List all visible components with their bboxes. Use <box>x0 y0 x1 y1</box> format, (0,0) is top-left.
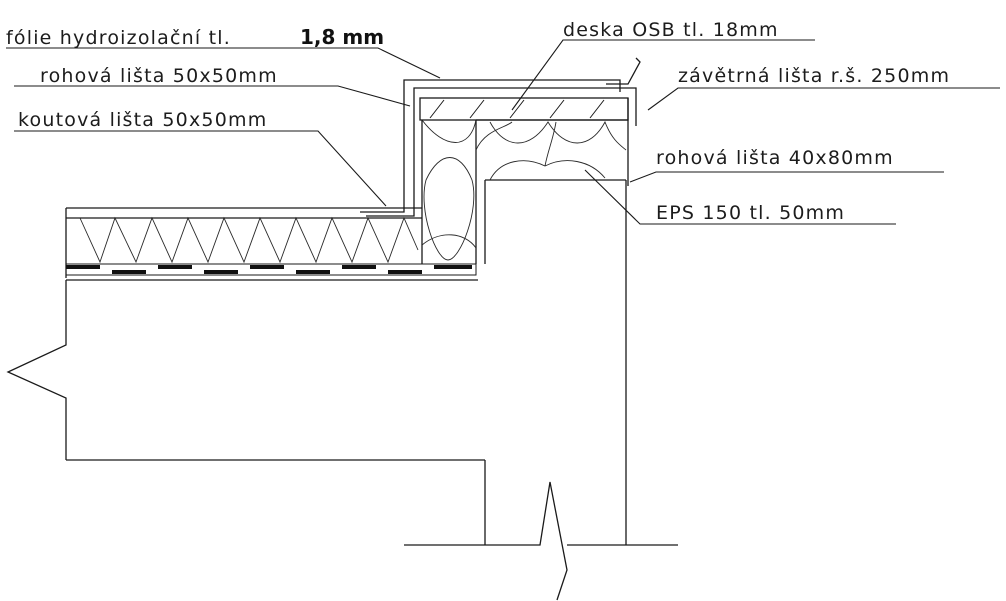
foil-leader-line <box>6 47 441 79</box>
label-foil: fólie hydroizolační tl. 1,8 mm <box>6 25 441 79</box>
osb-leader-line <box>511 39 815 111</box>
inner-corner-strip-label-text: koutová lišta 50x50mm <box>18 109 267 131</box>
corner-strip-top-label-text: rohová lišta 50x50mm <box>40 65 278 87</box>
label-wind-strip: závětrná lišta r.š. 250mm <box>647 65 1000 111</box>
roof-slab-section <box>65 207 478 281</box>
wind-strip-leader-line <box>647 87 1000 111</box>
osb-board-assembly <box>360 57 641 217</box>
wind-strip-profile <box>612 87 637 126</box>
foil-wrap-inner <box>366 87 612 217</box>
foil-label-text: fólie hydroizolační tl. <box>6 27 231 49</box>
eps-leader-line <box>584 169 896 225</box>
foil-thickness-value: 1,8 mm <box>300 25 384 49</box>
label-corner-strip-side: rohová lišta 40x80mm <box>629 147 944 183</box>
wind-strip-upper-bend <box>606 57 641 85</box>
vapour-barrier-band <box>65 263 477 276</box>
label-osb: deska OSB tl. 18mm <box>511 19 815 111</box>
label-eps: EPS 150 tl. 50mm <box>584 169 896 225</box>
corner-strip-side-label-text: rohová lišta 40x80mm <box>656 147 894 169</box>
roof-insulation-hatch <box>79 216 419 264</box>
parapet-insulation <box>421 119 628 264</box>
eps-bubbles-horizontal <box>475 120 627 181</box>
corner-strip-top-leader-line <box>14 85 411 107</box>
osb-label-text: deska OSB tl. 18mm <box>563 19 779 41</box>
corner-strip-side-leader-line <box>629 171 944 183</box>
eps-bubbles-vertical <box>421 119 477 261</box>
bottom-break-left <box>404 481 568 601</box>
wind-strip-label-text: závětrná lišta r.š. 250mm <box>678 65 950 87</box>
eps-label-text: EPS 150 tl. 50mm <box>656 202 845 224</box>
osb-hatch <box>429 99 605 119</box>
vapour-barrier-dashes <box>66 265 472 274</box>
foil-wrap-outer <box>360 79 621 213</box>
left-break-line <box>6 280 67 460</box>
label-inner-corner-strip: koutová lišta 50x50mm <box>14 109 387 207</box>
inner-corner-strip-leader-line <box>14 130 387 207</box>
label-corner-strip-top: rohová lišta 50x50mm <box>14 65 411 107</box>
wall-structure <box>6 179 678 601</box>
